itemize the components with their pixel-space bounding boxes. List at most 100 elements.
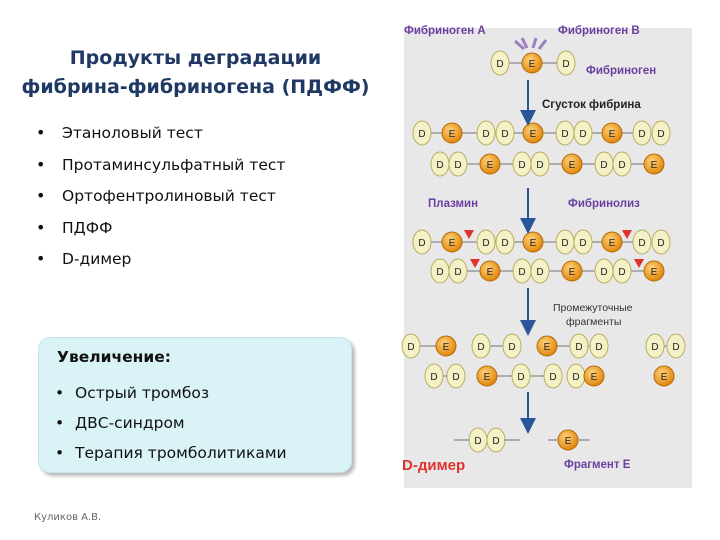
d-domain-label: D <box>618 267 625 278</box>
e-domain <box>601 122 623 144</box>
d-domain-label: D <box>501 129 508 140</box>
e-domain-label: E <box>569 267 576 278</box>
d-domain <box>490 50 510 76</box>
e-domain-label: E <box>609 129 616 140</box>
label-d-dimer: D-димер <box>402 457 465 474</box>
d-domain <box>424 363 444 389</box>
e-domain <box>435 335 457 357</box>
d-domain-label: D <box>492 436 499 447</box>
d-domain-label: D <box>454 267 461 278</box>
title-line-1: Продукты деградации <box>69 47 322 69</box>
plasmin-cleavage-marker <box>622 230 632 239</box>
label-clot: Сгусток фибрина <box>542 99 641 111</box>
e-domain-label: E <box>591 372 598 383</box>
plasmin-cleavage-marker <box>634 259 644 268</box>
label-fibrinogen-b: Фибриноген В <box>558 25 640 37</box>
d-domain-label: D <box>517 372 524 383</box>
e-domain <box>536 335 558 357</box>
e-domain <box>643 153 665 175</box>
e-domain-label: E <box>443 342 450 353</box>
label-layer: Фибриноген А Фибриноген В Фибриноген Сгу… <box>402 25 656 474</box>
d-domain-label: D <box>452 372 459 383</box>
d-domain <box>476 229 496 255</box>
d-domain <box>666 333 686 359</box>
d-domain <box>412 120 432 146</box>
e-domain-label: E <box>530 238 537 249</box>
d-domain <box>448 151 468 177</box>
d-domain-label: D <box>474 436 481 447</box>
d-domain-label: D <box>600 160 607 171</box>
d-domain-label: D <box>496 59 503 70</box>
d-domain-label: D <box>536 160 543 171</box>
d-domain-label: D <box>638 129 645 140</box>
d-domain-label: D <box>575 342 582 353</box>
d-domain <box>511 363 531 389</box>
d-domain-label: D <box>595 342 602 353</box>
fibrinopeptide-strands <box>514 37 548 51</box>
test-item: D-димер <box>34 246 285 278</box>
d-domain <box>632 229 652 255</box>
d-domain-label: D <box>579 238 586 249</box>
test-item: ПДФФ <box>34 215 285 247</box>
increase-item: ДВС-синдром <box>51 410 287 440</box>
d-domain <box>401 333 421 359</box>
d-domain <box>495 120 515 146</box>
e-domain <box>653 365 675 387</box>
e-domain <box>561 260 583 282</box>
d-domain-label: D <box>618 160 625 171</box>
e-domain-label: E <box>484 372 491 383</box>
label-intermediate-2: фрагменты <box>566 316 621 328</box>
d-domain-label: D <box>477 342 484 353</box>
d-domain <box>569 333 589 359</box>
plasmin-cleavage-marker <box>464 230 474 239</box>
e-domain-label: E <box>661 372 668 383</box>
increase-title: Увеличение: <box>57 348 171 366</box>
d-domain <box>448 258 468 284</box>
d-domain <box>556 50 576 76</box>
d-domain-label: D <box>436 160 443 171</box>
e-domain <box>441 122 463 144</box>
d-domain-label: D <box>418 129 425 140</box>
d-domain-label: D <box>672 342 679 353</box>
label-fibrinogen-a: Фибриноген А <box>404 25 486 37</box>
d-domain-label: D <box>518 160 525 171</box>
label-fibrinogen: Фибриноген <box>586 65 656 77</box>
d-domain-label: D <box>561 129 568 140</box>
increase-item: Терапия тромболитиками <box>51 440 287 470</box>
increase-box: Увеличение: Острый тромбоз ДВС-синдром Т… <box>38 337 352 473</box>
increase-list: Острый тромбоз ДВС-синдром Терапия тромб… <box>51 380 287 470</box>
d-domain <box>651 229 671 255</box>
e-domain-label: E <box>529 59 536 70</box>
label-fibrinolysis: Фибринолиз <box>568 198 640 210</box>
page-title: Продукты деградации фибрина-фибриногена … <box>18 44 373 102</box>
plasmin-cleavage-marker <box>470 259 480 268</box>
e-domain <box>521 52 543 74</box>
d-domain-label: D <box>579 129 586 140</box>
d-domain <box>573 229 593 255</box>
d-domain <box>471 333 491 359</box>
d-domain-label: D <box>482 129 489 140</box>
d-domain-label: D <box>407 342 414 353</box>
d-domain <box>476 120 496 146</box>
increase-item: Острый тромбоз <box>51 380 287 410</box>
e-domain <box>479 153 501 175</box>
d-domain-label: D <box>418 238 425 249</box>
e-domain <box>561 153 583 175</box>
e-domain-label: E <box>609 238 616 249</box>
d-domain-label: D <box>454 160 461 171</box>
d-domain <box>446 363 466 389</box>
d-domain <box>612 151 632 177</box>
test-item: Протаминсульфатный тест <box>34 152 285 184</box>
e-domain <box>583 365 605 387</box>
e-domain <box>601 231 623 253</box>
d-domain <box>632 120 652 146</box>
label-plasmin: Плазмин <box>428 198 478 210</box>
e-domain-label: E <box>569 160 576 171</box>
d-domain <box>573 120 593 146</box>
d-domain <box>612 258 632 284</box>
title-line-2: фибрина-фибриногена (ПДФФ) <box>21 76 370 98</box>
d-domain <box>530 151 550 177</box>
author-credit: Куликов А.В. <box>34 512 102 523</box>
